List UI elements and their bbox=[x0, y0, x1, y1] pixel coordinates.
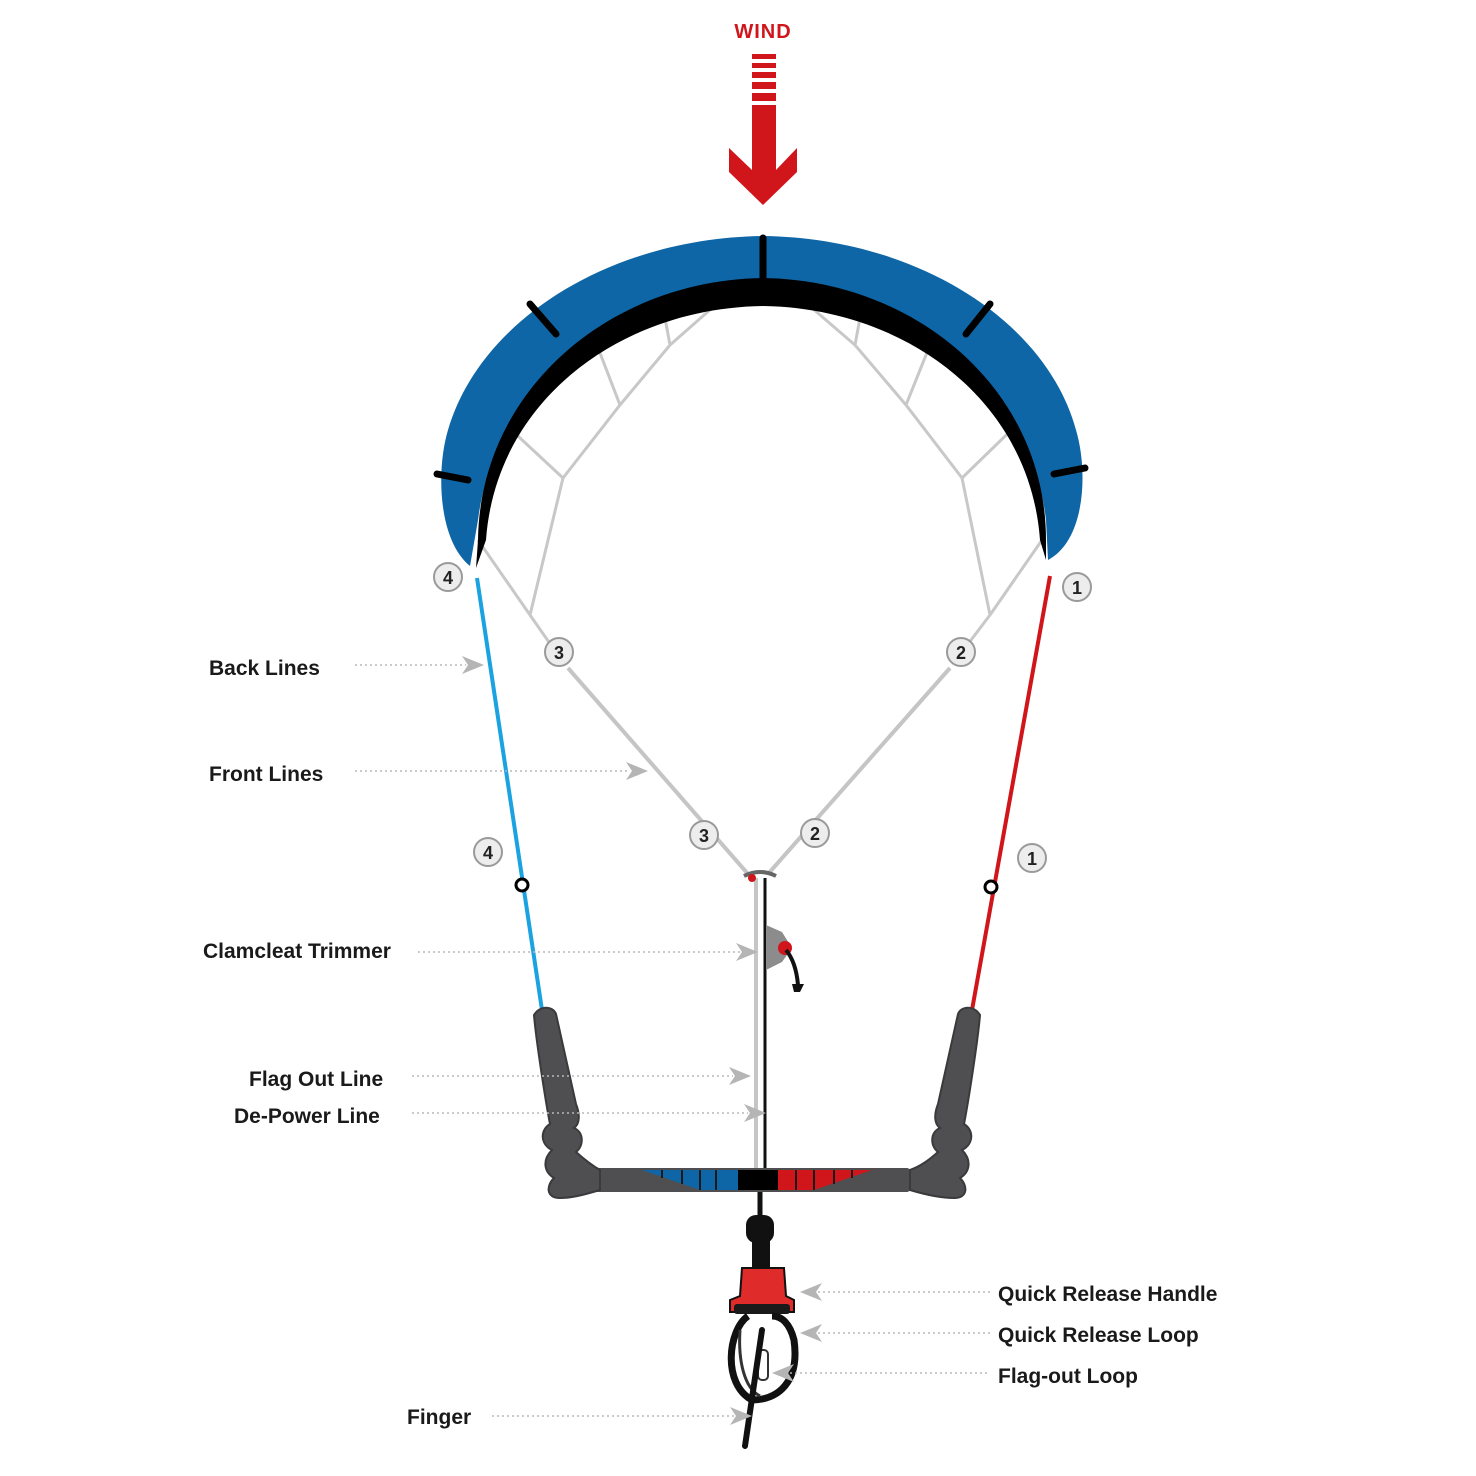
callout-quick-release-loop: Quick Release Loop bbox=[800, 1324, 1199, 1347]
badge-back-left-mid: 4 bbox=[473, 837, 503, 867]
centre-lines bbox=[743, 870, 777, 1172]
pigtail-knot bbox=[748, 874, 756, 882]
callout-flag-out-line: Flag Out Line bbox=[249, 1067, 751, 1091]
svg-text:Front Lines: Front Lines bbox=[209, 763, 323, 786]
svg-text:De-Power Line: De-Power Line bbox=[234, 1105, 380, 1128]
callout-clamcleat-trimmer: Clamcleat Trimmer bbox=[203, 940, 758, 963]
bridle-lines bbox=[476, 306, 1044, 649]
callouts-left: Back Lines Front Lines Clamcleat Trimmer… bbox=[203, 656, 766, 1429]
badge-front-right-top: 2 bbox=[946, 637, 976, 667]
back-line-right-connector bbox=[983, 879, 999, 895]
callout-front-lines: Front Lines bbox=[209, 762, 648, 786]
wind-indicator: WIND bbox=[729, 21, 797, 205]
back-line-left-connector bbox=[514, 877, 530, 893]
back-line-right bbox=[970, 575, 1052, 1011]
badge-front-right-low: 2 bbox=[800, 818, 830, 848]
quick-release-handle bbox=[729, 1267, 795, 1313]
svg-text:1: 1 bbox=[1027, 849, 1037, 869]
back-line-left bbox=[475, 577, 544, 1011]
svg-text:Quick Release Handle: Quick Release Handle bbox=[998, 1283, 1217, 1306]
svg-text:3: 3 bbox=[699, 826, 709, 846]
bar-end-left bbox=[532, 1006, 601, 1200]
callout-finger: Finger bbox=[407, 1406, 752, 1429]
wind-label: WIND bbox=[734, 21, 791, 43]
badge-back-right-top: 1 bbox=[1062, 572, 1092, 602]
badge-back-right-mid: 1 bbox=[1017, 843, 1047, 873]
callout-back-lines: Back Lines bbox=[209, 656, 484, 680]
control-bar bbox=[532, 1006, 982, 1200]
kite-canopy bbox=[441, 236, 1083, 566]
badge-front-left-low: 3 bbox=[689, 820, 719, 850]
kite-struts bbox=[433, 234, 1089, 484]
svg-text:3: 3 bbox=[554, 643, 564, 663]
callout-flag-out-loop: Flag-out Loop bbox=[772, 1364, 1138, 1388]
svg-text:Back Lines: Back Lines bbox=[209, 657, 320, 680]
svg-text:Clamcleat Trimmer: Clamcleat Trimmer bbox=[203, 940, 391, 963]
callout-quick-release-handle: Quick Release Handle bbox=[800, 1283, 1217, 1306]
pigtail-junction bbox=[743, 870, 777, 878]
svg-text:Flag Out Line: Flag Out Line bbox=[249, 1068, 383, 1091]
svg-text:Quick Release Loop: Quick Release Loop bbox=[998, 1324, 1199, 1347]
callouts-right: Quick Release Handle Quick Release Loop … bbox=[772, 1283, 1217, 1388]
finger bbox=[742, 1327, 765, 1449]
kite bbox=[433, 234, 1089, 568]
clamcleat-trimmer bbox=[766, 925, 804, 992]
chicken-loop-assembly bbox=[727, 1192, 799, 1449]
bar-end-right bbox=[909, 1006, 982, 1200]
badge-front-left-top: 3 bbox=[544, 637, 574, 667]
wind-arrow-icon bbox=[729, 54, 797, 205]
svg-text:4: 4 bbox=[483, 843, 493, 863]
svg-text:1: 1 bbox=[1072, 578, 1082, 598]
svg-text:4: 4 bbox=[443, 568, 453, 588]
back-lines bbox=[475, 575, 1052, 1011]
svg-text:Flag-out Loop: Flag-out Loop bbox=[998, 1365, 1138, 1388]
depower-stopper bbox=[746, 1215, 774, 1243]
svg-text:2: 2 bbox=[956, 643, 966, 663]
bar-grip-markers bbox=[642, 1170, 872, 1190]
badge-back-left-top: 4 bbox=[433, 562, 463, 592]
quick-release-loop bbox=[727, 1312, 799, 1404]
svg-text:Finger: Finger bbox=[407, 1406, 471, 1429]
svg-text:2: 2 bbox=[810, 824, 820, 844]
line-number-badges: 4 3 2 1 4 3 2 1 bbox=[433, 562, 1092, 873]
callout-de-power-line: De-Power Line bbox=[234, 1104, 766, 1128]
